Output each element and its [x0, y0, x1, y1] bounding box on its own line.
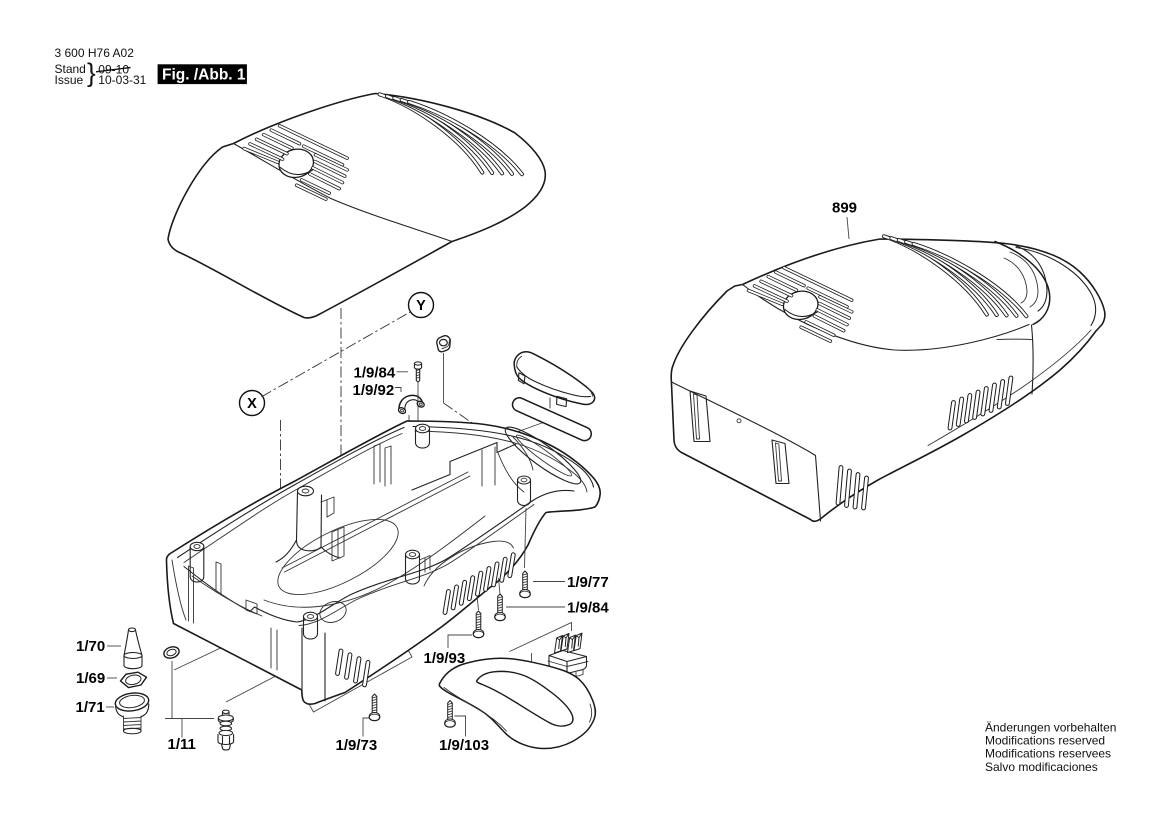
- svg-text:1/9/77: 1/9/77: [567, 574, 609, 591]
- svg-text:1/70: 1/70: [76, 638, 105, 655]
- svg-text:Y: Y: [416, 298, 426, 314]
- svg-text:1/69: 1/69: [76, 670, 105, 687]
- svg-text:1/9/103: 1/9/103: [439, 737, 489, 754]
- svg-text:1/9/84: 1/9/84: [354, 365, 396, 382]
- svg-text:1/71: 1/71: [76, 699, 105, 716]
- svg-text:1/11: 1/11: [168, 736, 196, 753]
- svg-text:}: }: [87, 58, 96, 88]
- svg-text:1/9/93: 1/9/93: [424, 650, 466, 667]
- svg-text:Änderungen vorbehalten: Änderungen vorbehalten: [985, 721, 1116, 735]
- svg-text:1/9/84: 1/9/84: [567, 600, 609, 617]
- svg-text:Salvo modificaciones: Salvo modificaciones: [985, 760, 1098, 774]
- svg-text:Stand: Stand: [55, 62, 86, 76]
- svg-text:3 600 H76 A02: 3 600 H76 A02: [55, 46, 135, 60]
- svg-text:1/9/73: 1/9/73: [336, 737, 378, 754]
- svg-text:Modifications reserved: Modifications reserved: [985, 734, 1105, 748]
- svg-text:1/9/92: 1/9/92: [353, 382, 395, 399]
- svg-text:Issue: Issue: [55, 73, 84, 87]
- svg-text:899: 899: [832, 200, 857, 217]
- svg-text:Fig. /Abb. 1: Fig. /Abb. 1: [162, 66, 246, 83]
- svg-text:X: X: [247, 396, 257, 412]
- svg-text:Modifications reservees: Modifications reservees: [985, 747, 1111, 761]
- svg-text:10-03-31: 10-03-31: [98, 73, 146, 87]
